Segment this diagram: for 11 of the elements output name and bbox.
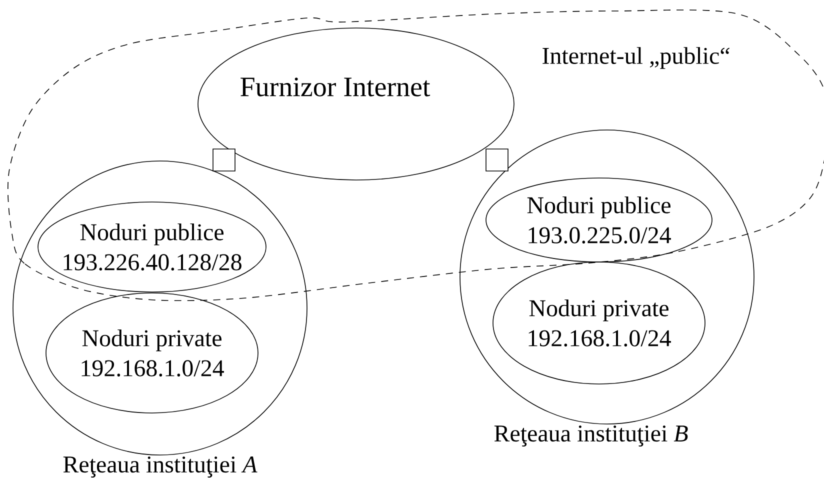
ellipse-node: Noduri private 192.168.1.0/24 (492, 262, 706, 384)
network-circle (460, 130, 754, 424)
network-caption: Reţeaua instituţiei B (494, 426, 688, 446)
router-square (212, 148, 236, 172)
ellipse-node: Noduri publice 193.226.40.128/28 (38, 202, 266, 292)
router-square (486, 148, 508, 172)
network-circle (12, 160, 308, 456)
ellipse-node: Noduri private 192.168.1.0/24 (46, 292, 258, 414)
ellipse-node: Noduri publice 193.0.225.0/24 (486, 178, 712, 262)
network-caption: Reţeaua instituţiei A (63, 456, 258, 478)
ellipse-node: Furnizor Internet (198, 28, 514, 180)
